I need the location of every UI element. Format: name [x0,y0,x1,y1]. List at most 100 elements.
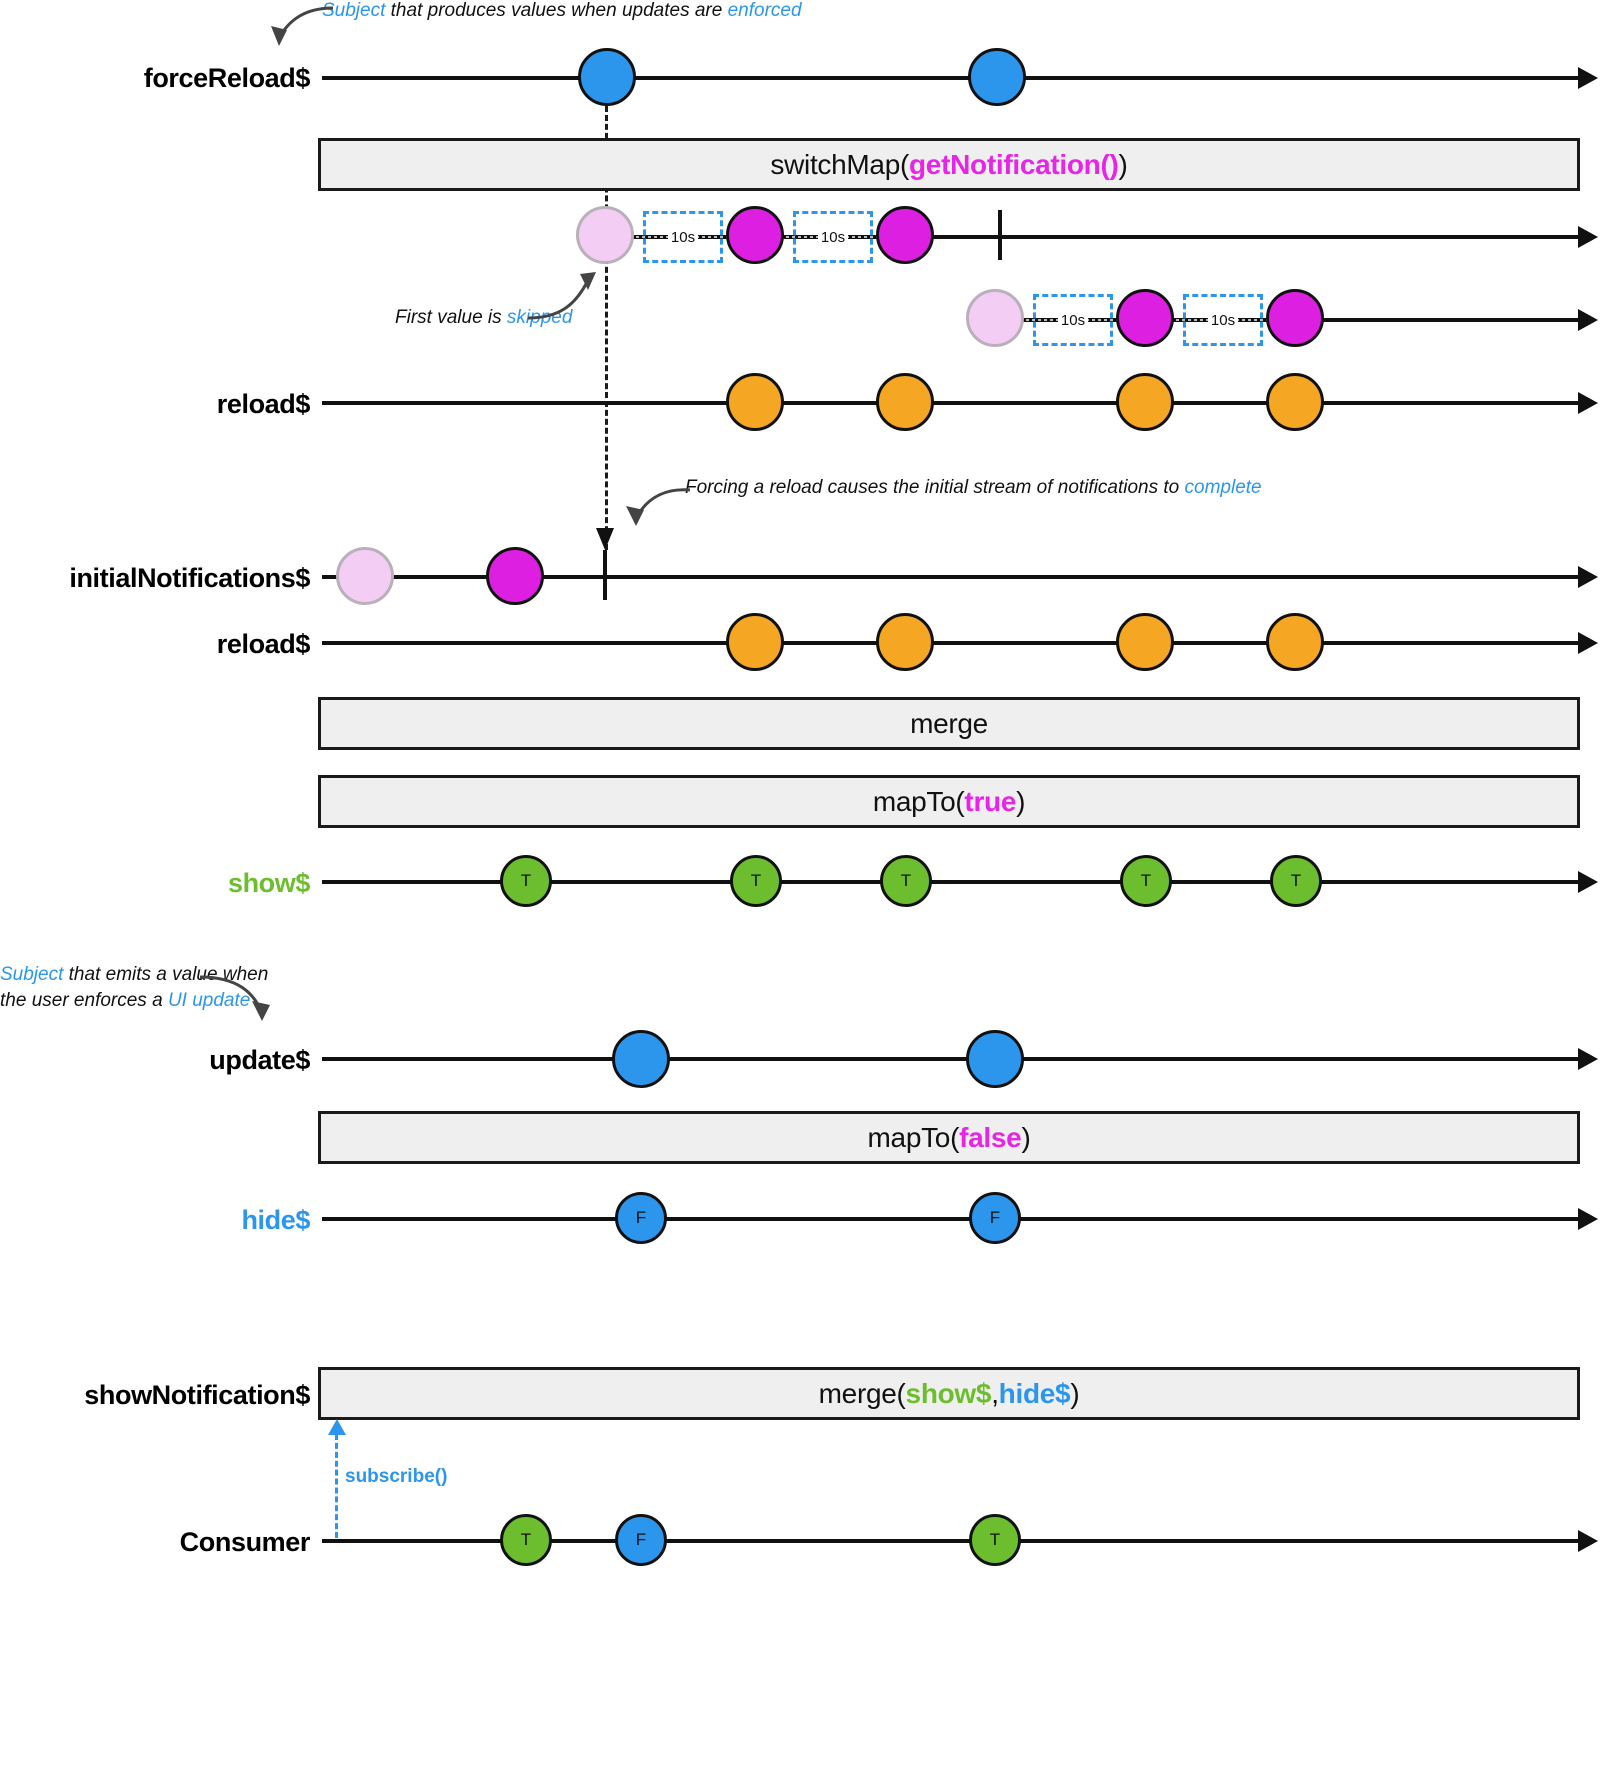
marble-force-reload-1 [578,48,636,106]
marble-show-d: T [1120,855,1172,907]
marble-reload-2-c [1116,613,1174,671]
axis-reload-1 [322,401,1580,405]
operator-box-merge: merge [318,697,1580,750]
annotation-force-reload-arrow [271,6,334,46]
axis-consumer [322,1539,1580,1543]
subscribe-label: subscribe() [345,1466,448,1487]
operator-merge2-post: ) [1070,1377,1080,1409]
marble-show-e: T [1270,855,1322,907]
operator-box-mapto-true: mapTo(true) [318,775,1580,828]
marble-reload-1-d [1266,373,1324,431]
operator-box-mapto-false: mapTo(false) [318,1111,1580,1164]
axis-arrow-reload-1 [1578,392,1598,414]
lane-label-force-reload: forceReload$ [143,63,311,93]
marble-show-b: T [730,855,782,907]
axis-arrow-force-reload [1578,67,1598,89]
marble-show-a: T [500,855,552,907]
complete-marker-initial-notifications [603,550,607,600]
operator-merge2-pre: merge( [818,1377,906,1409]
axis-hide [322,1217,1580,1221]
operator-box-merge-show-hide: merge(show$,hide$) [318,1367,1580,1420]
marble-notification-1-b [876,206,934,264]
axis-arrow-consumer [1578,1530,1598,1552]
axis-arrow-update [1578,1048,1598,1070]
axis-arrow-hide [1578,1208,1598,1230]
complete-marker-notifications-1 [998,210,1002,260]
annotation-complete-arrow [626,488,691,526]
marble-consumer-b: F [615,1514,667,1566]
axis-initial-notifications [322,575,1580,579]
marble-notification-1-initial [576,206,634,264]
subscribe-arrow-head [328,1419,346,1435]
axis-arrow-notifications-1 [1578,226,1598,248]
axis-update [322,1057,1580,1061]
marble-notification-2-b [1266,289,1324,347]
axis-notifications-1 [605,235,1580,239]
marble-consumer-a: T [500,1514,552,1566]
timer-label-1a: 10s [667,228,699,246]
lane-label-consumer: Consumer [179,1527,311,1557]
timer-box-2a: 10s [1033,294,1113,346]
lane-label-show-notification: showNotification$ [84,1380,310,1410]
marble-reload-2-d [1266,613,1324,671]
annotation-update-subject-word: Subject [0,964,64,985]
marble-initial-notification-b [486,547,544,605]
lane-label-hide: hide$ [241,1205,310,1235]
operator-mapto-true-value: true [964,785,1017,817]
axis-arrow-show [1578,871,1598,893]
annotation-complete: Forcing a reload causes the initial stre… [685,475,1262,501]
lane-label-show: show$ [227,868,310,898]
timer-label-1b: 10s [817,228,849,246]
annotation-update-subject: Subject that emits a value when the user… [0,962,268,1013]
operator-mapto-false-pre: mapTo( [867,1121,960,1153]
operator-merge-label: merge [910,707,988,739]
marble-update-a [612,1030,670,1088]
operator-mapto-true-post: ) [1016,785,1026,817]
timer-box-1a: 10s [643,211,723,263]
lane-label-reload-2: reload$ [216,629,311,659]
marble-update-b [966,1030,1024,1088]
marble-notification-1-a [726,206,784,264]
annotation-force-reload-subject: Subject [322,0,386,21]
marble-notification-2-a [1116,289,1174,347]
marble-notification-2-initial [966,289,1024,347]
operator-switchmap-pre: switchMap( [770,148,909,180]
annotation-complete-word: complete [1184,477,1262,498]
marble-force-reload-2 [968,48,1026,106]
axis-show [322,880,1580,884]
marble-hide-b: F [969,1192,1021,1244]
marble-reload-1-a [726,373,784,431]
timer-box-1b: 10s [793,211,873,263]
operator-box-switchmap: switchMap(getNotification()) [318,138,1580,191]
marble-reload-2-a [726,613,784,671]
annotation-update-arrow [199,975,270,1021]
axis-reload-2 [322,641,1580,645]
marble-hide-a: F [615,1192,667,1244]
operator-mapto-false-value: false [959,1121,1022,1153]
axis-force-reload [322,76,1580,80]
timer-box-2b: 10s [1183,294,1263,346]
lane-label-reload-1: reload$ [216,389,311,419]
operator-merge2-show: show$ [905,1377,992,1409]
operator-merge2-sep: , [991,1377,999,1409]
marble-reload-1-b [876,373,934,431]
annotation-force-reload-enforced: enforced [727,0,802,21]
annotation-update-line2: the user enforces a [0,989,168,1011]
timer-label-2b: 10s [1207,311,1239,329]
guideline-force-reload [605,106,608,550]
operator-switchmap-post: ) [1118,148,1128,180]
marble-initial-notification-a [336,547,394,605]
marble-reload-2-b [876,613,934,671]
annotation-update-ui: UI update [167,989,251,1011]
axis-arrow-initial-notifications [1578,566,1598,588]
operator-merge2-hide: hide$ [998,1377,1071,1409]
lane-label-update: update$ [209,1045,310,1075]
guideline-arrowhead [596,528,614,550]
annotation-skipped-arrow [527,272,596,320]
annotation-force-reload: Subject that produces values when update… [322,0,802,24]
operator-mapto-true-pre: mapTo( [872,785,965,817]
lane-label-initial-notifications: initialNotifications$ [69,563,310,593]
marble-show-c: T [880,855,932,907]
annotation-skipped-text: First value is [395,307,507,328]
